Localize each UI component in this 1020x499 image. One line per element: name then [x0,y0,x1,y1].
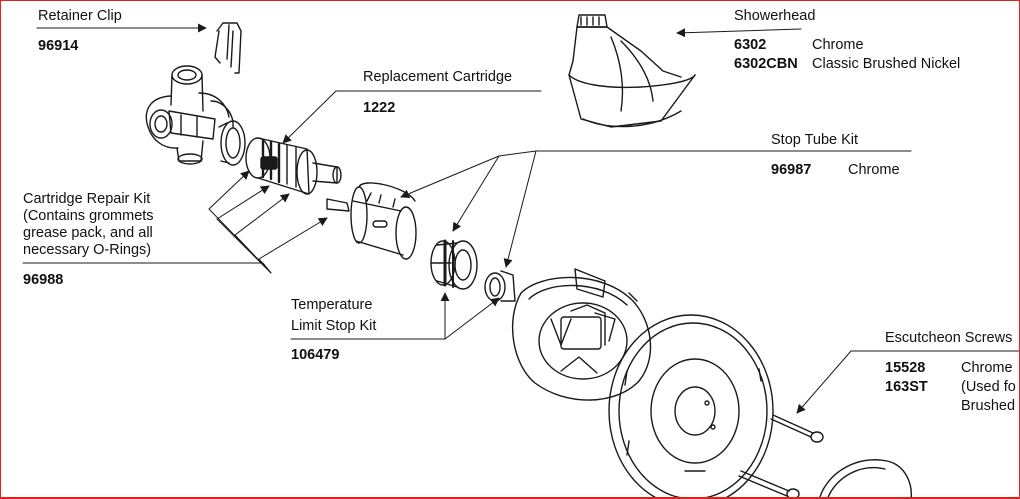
stop-tube-kit-finish: Chrome [848,162,900,178]
retainer-clip-part-number: 96914 [38,38,79,54]
showerhead-part [568,14,696,128]
cartridge-repair-kit-label-line-1: Cartridge Repair Kit [23,191,151,207]
stop-tube-part [350,182,417,260]
escutcheon-screws-finish-extra: Brushed [961,398,1016,414]
cartridge-part [245,137,350,212]
temperature-limit-stop-kit-label-line-1: Temperature [291,297,373,313]
escutcheon-screws-part-number-2: 163ST [885,379,928,395]
stop-tube-kit-part-number: 96987 [771,162,812,178]
stop-tube-kit-label: Stop Tube Kit [771,132,859,148]
cartridge-repair-kit-label-line-3: grease pack, and all [23,225,153,241]
showerhead-finish-2: Classic Brushed Nickel [812,56,961,72]
escutcheon-screws-finish-1: Chrome [961,360,1013,376]
cartridge-repair-kit-label-line-2: (Contains grommets [23,208,154,224]
escutcheon-screws-part-number-1: 15528 [885,360,926,376]
showerhead-part-number-2: 6302CBN [734,56,798,72]
handle-hub-part [511,268,652,401]
cartridge-repair-kit-part-number: 96988 [23,272,64,288]
limit-stop-part [430,239,516,302]
temperature-limit-stop-kit-part-number: 106479 [291,347,340,363]
escutcheon-screws-finish-2: (Used fo [961,379,1016,395]
replacement-cartridge-label: Replacement Cartridge [363,69,513,85]
escutcheon-part [608,314,774,497]
escutcheon-screws-label: Escutcheon Screws [885,330,1013,346]
replacement-cartridge-part-number: 1222 [363,100,396,116]
showerhead-label: Showerhead [734,8,816,24]
leader-lines [22,23,1019,414]
handle-dome-part [819,459,912,497]
showerhead-part-number-1: 6302 [734,37,767,53]
valve-body-part [145,65,246,166]
cartridge-repair-kit-label-line-4: necessary O-Rings) [23,242,152,258]
escutcheon-screw-parts [738,414,824,497]
showerhead-finish-1: Chrome [812,37,864,53]
temperature-limit-stop-kit-label-line-2: Limit Stop Kit [291,318,377,334]
retainer-clip-part [214,22,242,74]
retainer-clip-label: Retainer Clip [38,8,122,24]
